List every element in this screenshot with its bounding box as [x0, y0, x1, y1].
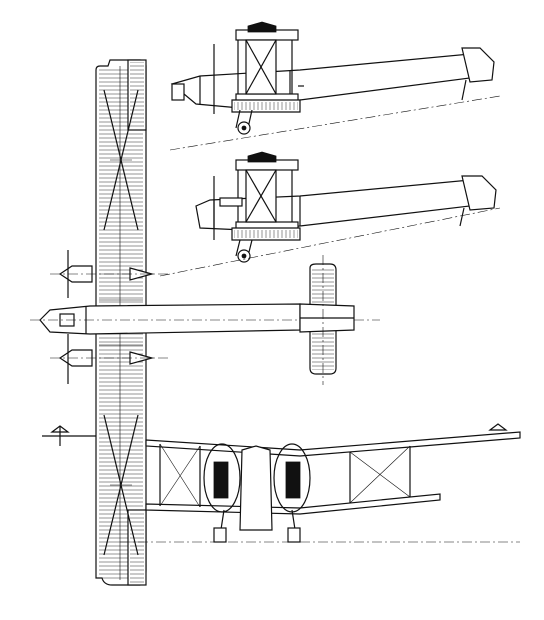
plan-tailplane	[299, 255, 355, 385]
side-elevation-lower	[159, 151, 501, 277]
plan-view	[30, 59, 380, 586]
front-elevation	[120, 423, 521, 543]
plan-engine-nacelles	[50, 250, 170, 384]
side-elevation-upper	[169, 21, 501, 151]
front-view-tail-fragment	[42, 425, 96, 446]
